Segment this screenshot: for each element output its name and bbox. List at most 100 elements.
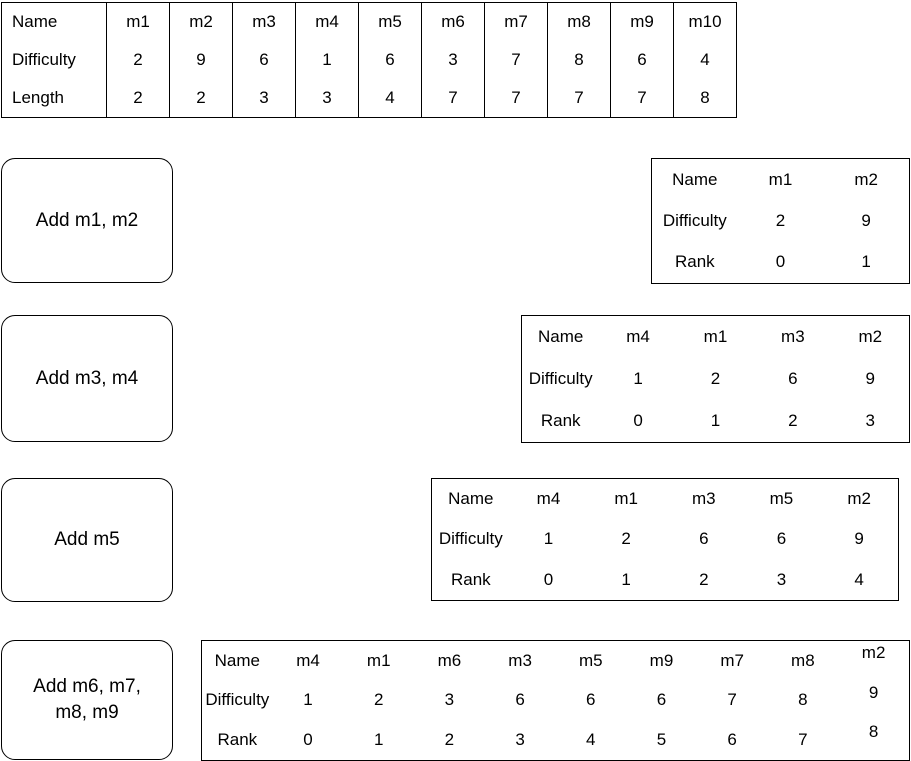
table-cell: 9 bbox=[169, 41, 233, 79]
table-cell: 0 bbox=[633, 411, 643, 430]
add-m1-m2-button[interactable]: Add m1, m2 bbox=[1, 158, 173, 283]
add-m5-button[interactable]: Add m5 bbox=[1, 478, 173, 602]
table-cell: m2 bbox=[854, 169, 878, 189]
table-cell: 3 bbox=[776, 569, 787, 589]
row-label: Difficulty bbox=[662, 210, 727, 230]
table-cell: m4 bbox=[626, 327, 650, 346]
table-cell: m6 bbox=[421, 3, 485, 41]
table-cell: 0 bbox=[775, 252, 786, 272]
table-cell: 8 bbox=[547, 41, 611, 79]
table-cell: m3 bbox=[508, 650, 532, 670]
table-cell: 2 bbox=[373, 690, 384, 710]
table-cell: 0 bbox=[543, 569, 554, 589]
table-cell: m2 bbox=[847, 489, 871, 509]
table-cell: m1 bbox=[366, 650, 391, 670]
table-cell: 6 bbox=[727, 730, 737, 750]
table-cell: m8 bbox=[547, 3, 611, 41]
table-cell: 6 bbox=[656, 690, 667, 710]
table-cell: 2 bbox=[775, 210, 786, 230]
add-m6-m7-m8-m9-button[interactable]: Add m6, m7, m8, m9 bbox=[1, 640, 173, 760]
table-cell: 1 bbox=[621, 569, 631, 589]
table-cell: 2 bbox=[699, 569, 709, 589]
row-label: Difficulty bbox=[2, 41, 107, 79]
table-cell: 6 bbox=[699, 529, 709, 549]
table-cell: 3 bbox=[444, 690, 455, 710]
table-cell: m5 bbox=[578, 650, 603, 670]
table-cell: 8 bbox=[868, 722, 879, 742]
row-label: Rank bbox=[217, 730, 258, 750]
table-cell: m9 bbox=[610, 3, 674, 41]
row-label: Name bbox=[672, 169, 718, 189]
table-cell: 5 bbox=[656, 730, 667, 750]
table-cell: 4 bbox=[586, 730, 596, 750]
table-cell: 1 bbox=[295, 41, 359, 79]
table-cell: 9 bbox=[868, 682, 879, 702]
table-cell: 2 bbox=[710, 369, 721, 388]
table-cell: 7 bbox=[547, 79, 611, 117]
table-cell: 1 bbox=[373, 730, 384, 750]
row-label: Difficulty bbox=[205, 690, 270, 710]
table-cell: 7 bbox=[727, 690, 737, 710]
table-cell: 8 bbox=[798, 690, 808, 710]
table-cell: m10 bbox=[673, 3, 736, 41]
table-cell: 7 bbox=[421, 79, 485, 117]
table-cell: 1 bbox=[861, 252, 871, 272]
row-label: Name bbox=[2, 3, 107, 41]
table-cell: 6 bbox=[358, 41, 422, 79]
table-cell: 2 bbox=[621, 529, 631, 549]
row-label: Rank bbox=[450, 569, 491, 589]
table-cell: 7 bbox=[610, 79, 674, 117]
table-cell: 6 bbox=[586, 690, 596, 710]
table-cell: 7 bbox=[798, 730, 808, 750]
table-cell: m1 bbox=[106, 3, 170, 41]
table-cell: m2 bbox=[861, 643, 886, 662]
table-cell: m7 bbox=[484, 3, 548, 41]
table-cell: 3 bbox=[865, 411, 876, 430]
row-label: Name bbox=[448, 489, 494, 509]
table-cell: 2 bbox=[444, 730, 455, 750]
table-cell: m3 bbox=[781, 327, 805, 346]
row-label: Difficulty bbox=[528, 369, 593, 388]
table-cell: 1 bbox=[303, 690, 313, 710]
table-cell: m7 bbox=[720, 650, 744, 670]
table-row: Rank 0 1 2 3 4 bbox=[432, 560, 898, 600]
table-cell: m4 bbox=[536, 489, 561, 509]
add-m3-m4-button[interactable]: Add m3, m4 bbox=[1, 315, 173, 442]
table-cell: 1 bbox=[710, 411, 721, 430]
table-cell: m1 bbox=[614, 489, 638, 509]
table-cell: 7 bbox=[484, 41, 548, 79]
table-cell: 3 bbox=[421, 41, 485, 79]
table-cell: 4 bbox=[673, 41, 736, 79]
row-label: Name bbox=[538, 327, 584, 346]
table-cell: m5 bbox=[769, 489, 794, 509]
table-cell: m1 bbox=[703, 327, 728, 346]
table-cell: 6 bbox=[610, 41, 674, 79]
row-label: Difficulty bbox=[438, 529, 503, 549]
table-cell: 6 bbox=[776, 529, 787, 549]
table-cell: 1 bbox=[633, 369, 643, 388]
table-cell: m1 bbox=[768, 169, 793, 189]
table-cell: 4 bbox=[358, 79, 422, 117]
table-cell: 6 bbox=[788, 369, 798, 388]
table-cell: m5 bbox=[358, 3, 422, 41]
table-cell: 2 bbox=[169, 79, 233, 117]
table-cell: 4 bbox=[854, 569, 864, 589]
table-cell: 2 bbox=[788, 411, 798, 430]
table-cell: 2 bbox=[106, 79, 170, 117]
row-label: Rank bbox=[540, 411, 581, 430]
